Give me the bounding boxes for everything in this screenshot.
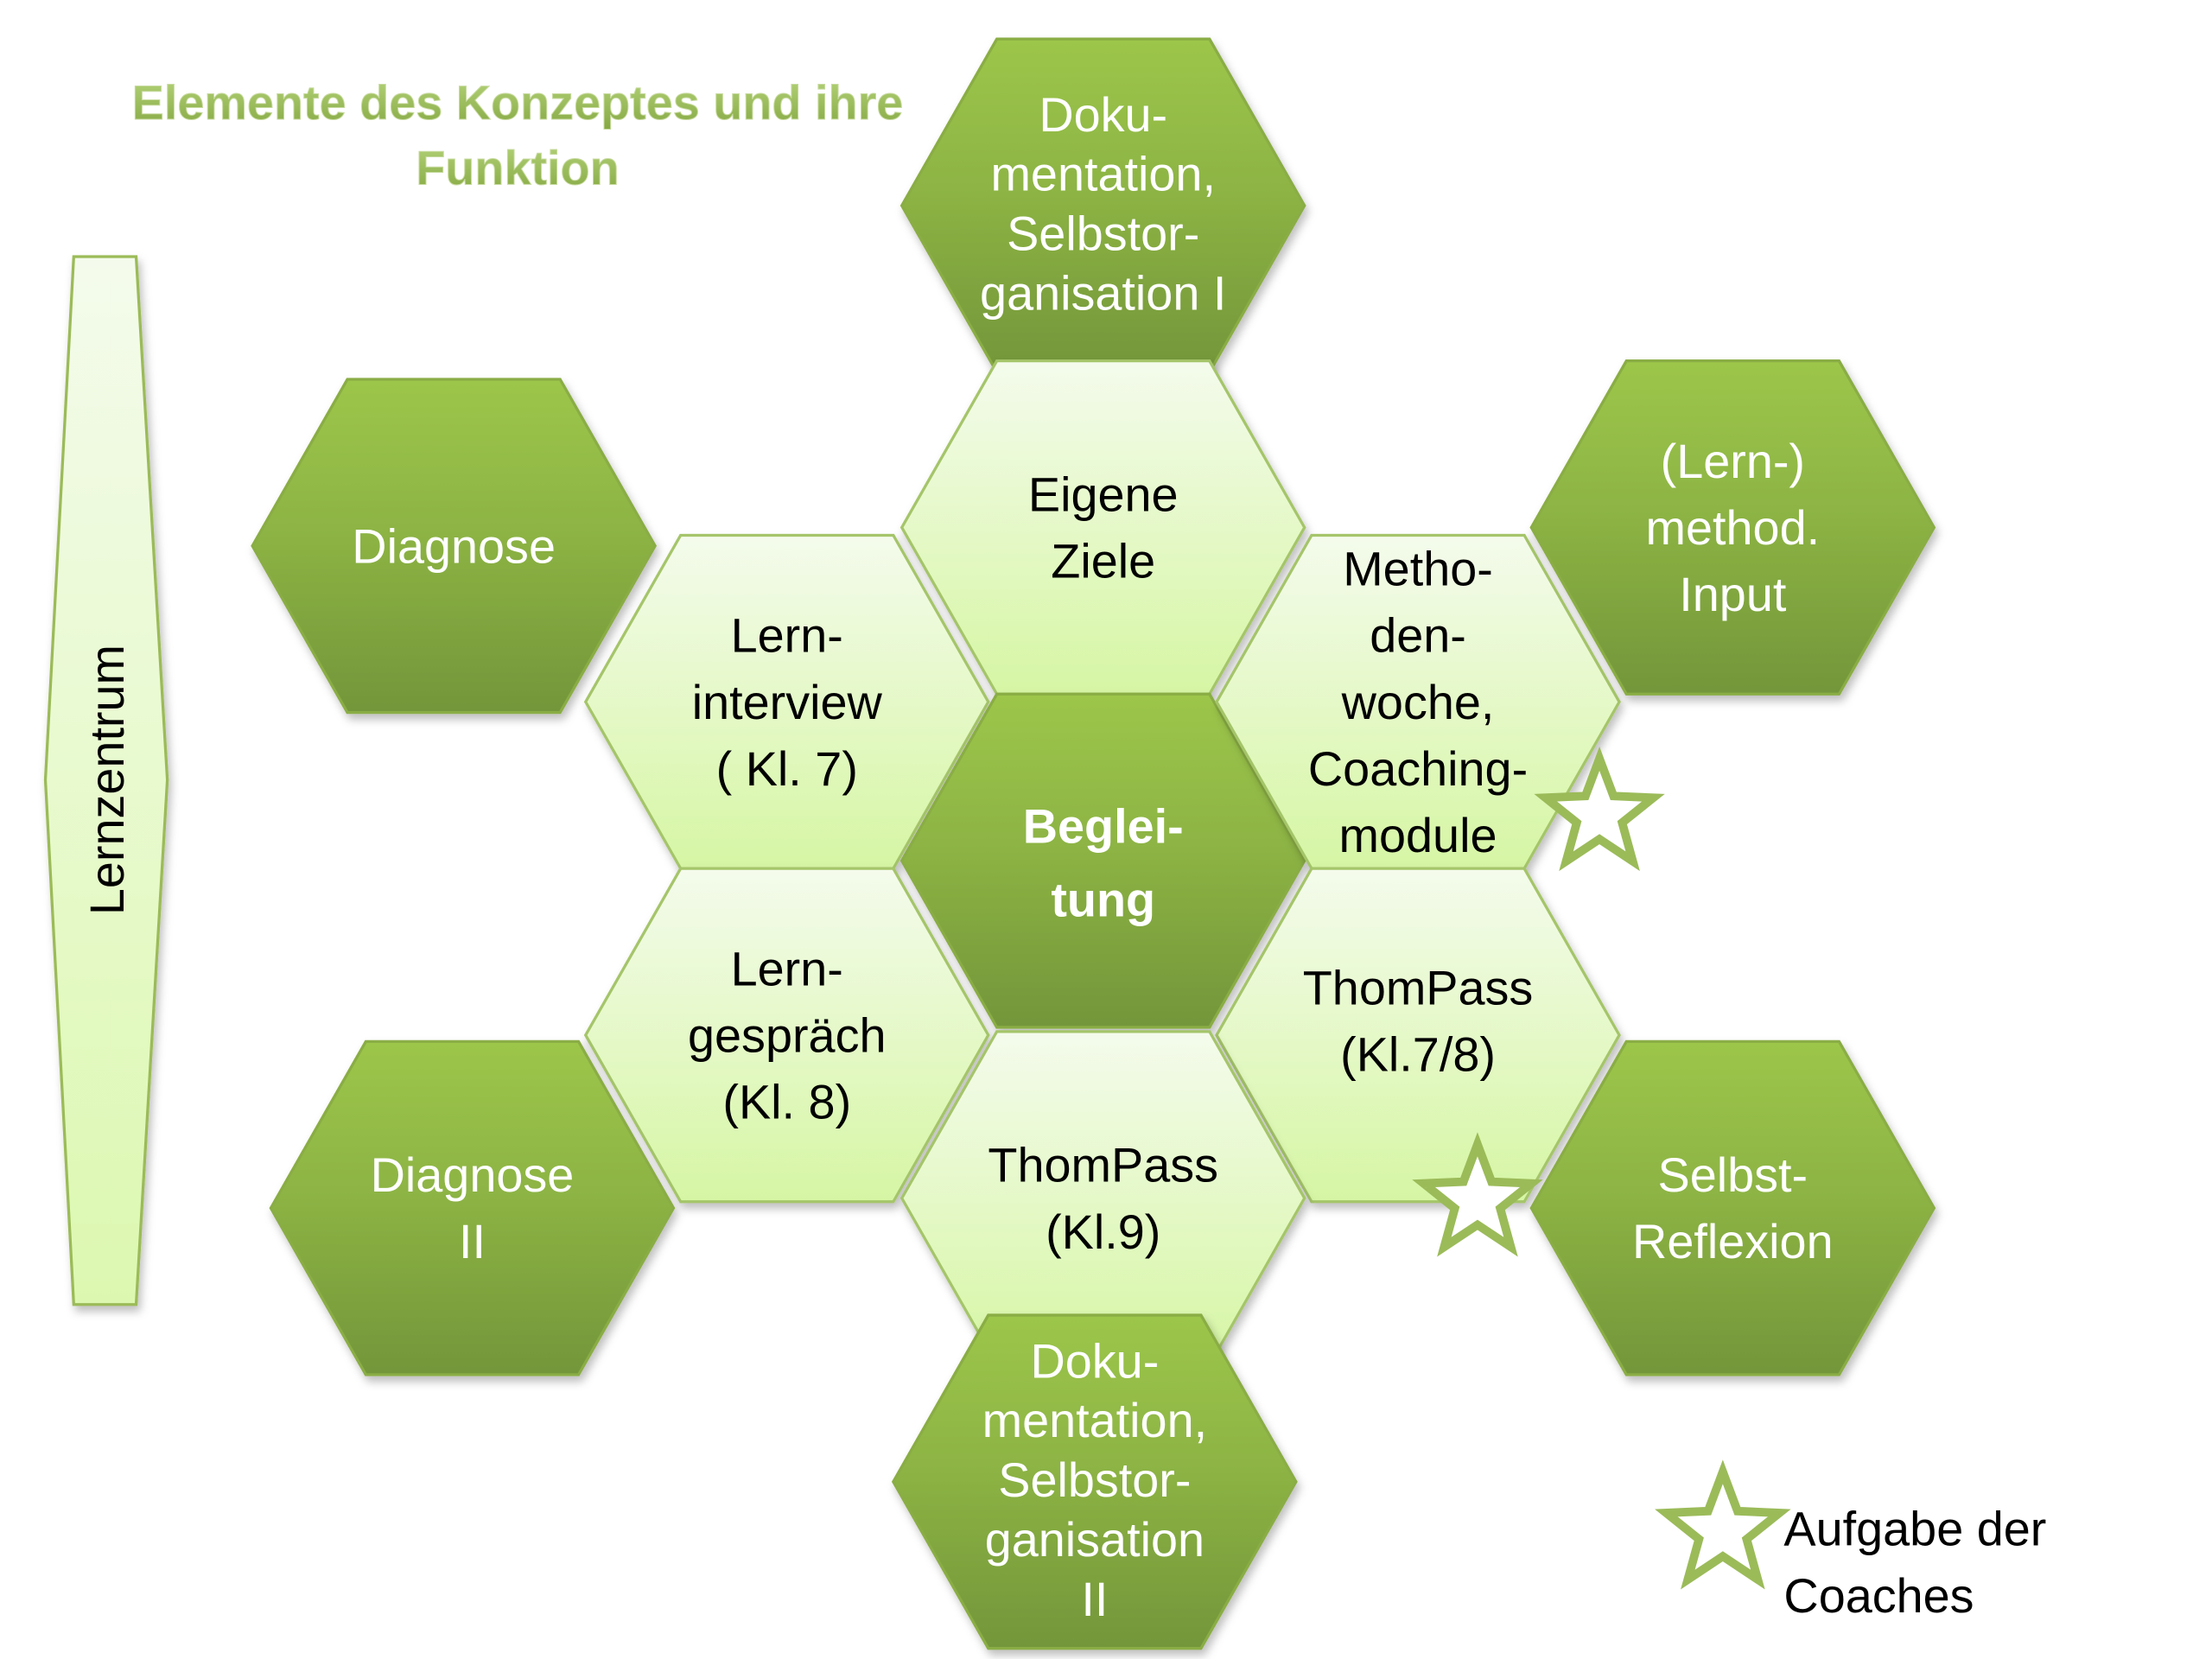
hex-label-line: (Lern-) — [1661, 434, 1805, 488]
hex-label-line: module — [1339, 808, 1497, 862]
hex-label-line: ganisation — [985, 1512, 1205, 1567]
hex-methodenwoche: Metho-den-woche, Coaching-module — [1215, 533, 1621, 870]
hex-label-line: Coaching- — [1308, 741, 1528, 796]
hex-label-line: (Kl. 8) — [722, 1075, 851, 1129]
star-icon — [1534, 746, 1665, 872]
hexagon-shape — [899, 692, 1306, 1029]
star-icon — [1412, 1132, 1543, 1257]
hex-label-line: (Kl.7/8) — [1340, 1027, 1496, 1082]
hex-label-line: Diagnose — [352, 518, 556, 573]
hex-selbst-reflexion: Selbst- Reflexion — [1529, 1039, 1936, 1376]
hex-thompass-7-8: ThomPass (Kl.7/8) — [1215, 867, 1621, 1204]
lernzentrum-label: Lernzentrum — [79, 645, 134, 915]
hex-label-line: ( Kl. 7) — [716, 741, 858, 796]
hex-label-line: method. — [1646, 500, 1821, 555]
coach-task-markers — [1412, 746, 1665, 1257]
hex-label-line: Selbstor- — [1007, 207, 1199, 261]
hex-label-line: ThomPass — [1303, 961, 1534, 1015]
hex-lerngespraech: Lern-gespräch (Kl. 8) — [583, 867, 990, 1204]
hexagon-shape — [899, 359, 1306, 696]
hex-label-line: mentation, — [990, 147, 1215, 201]
hexagon-shape — [251, 378, 658, 715]
hex-label-line: Doku- — [1030, 1333, 1159, 1388]
hex-thompass-9: ThomPass (Kl.9) — [899, 1030, 1306, 1367]
star-icon — [1655, 1459, 1791, 1590]
hex-label-line: Input — [1679, 567, 1787, 621]
title-line-2: Funktion — [416, 140, 619, 194]
hex-begleitung: Beglei-tung — [899, 692, 1306, 1029]
hex-label-line: Diagnose — [371, 1147, 575, 1202]
hex-label-line: Selbstor- — [998, 1452, 1191, 1507]
hex-label-line: (Kl.9) — [1046, 1205, 1160, 1259]
hex-label-line: tung — [1051, 873, 1155, 927]
hex-doku-1: Doku-mentation, Selbstor-ganisation I — [899, 37, 1306, 374]
hexagon-shape — [1529, 1039, 1936, 1376]
hex-label-line: Doku- — [1039, 87, 1167, 142]
hex-label-line: ganisation I — [980, 266, 1226, 321]
hex-label-line: II — [1081, 1572, 1108, 1626]
hex-label-line: Metho- — [1343, 542, 1493, 596]
hex-label-line: interview — [692, 675, 883, 729]
hex-label-line: Ziele — [1051, 534, 1155, 588]
lernzentrum-bar: Lernzentrum — [43, 255, 169, 1306]
hexagon-shape — [891, 1313, 1298, 1650]
hex-diagnose: Diagnose — [251, 378, 658, 715]
star-icon — [1655, 1459, 1791, 1590]
legend: Aufgabe der Coaches — [1655, 1459, 2046, 1623]
hex-label-line: gespräch — [688, 1007, 886, 1062]
hexagon-shape — [269, 1039, 676, 1376]
hex-label-line: woche, — [1341, 675, 1495, 729]
title-line-1: Elemente des Konzeptes und ihre — [132, 75, 904, 130]
legend-line-2: Coaches — [1783, 1568, 1974, 1623]
hexagon-shape — [583, 867, 990, 1204]
hex-label-line: ThomPass — [988, 1138, 1218, 1192]
hex-label-line: II — [459, 1214, 486, 1268]
hex-lern-method-input: (Lern-) method. Input — [1529, 359, 1936, 696]
hex-label-line: Lern- — [731, 941, 843, 995]
hex-label-line: Eigene — [1028, 467, 1179, 521]
hex-label-line: Reflexion — [1632, 1214, 1834, 1268]
diagram-title: Elemente des Konzeptes und ihre Funktion — [131, 74, 904, 194]
hexagon-grid: Doku-mentation,Selbstor-ganisation IEige… — [251, 37, 1936, 1650]
hex-label-line: Selbst- — [1658, 1147, 1808, 1202]
hex-label-line: Beglei- — [1023, 798, 1184, 853]
hexagon-shape — [1215, 867, 1621, 1204]
hex-lerninterview: Lern-interview ( Kl. 7) — [583, 533, 990, 870]
hex-label-line: den- — [1370, 608, 1466, 663]
hex-label-line: mentation, — [982, 1393, 1207, 1447]
legend-line-1: Aufgabe der — [1783, 1502, 2046, 1556]
hex-label-line: Lern- — [731, 608, 843, 663]
hexagon-shape — [1529, 359, 1936, 696]
